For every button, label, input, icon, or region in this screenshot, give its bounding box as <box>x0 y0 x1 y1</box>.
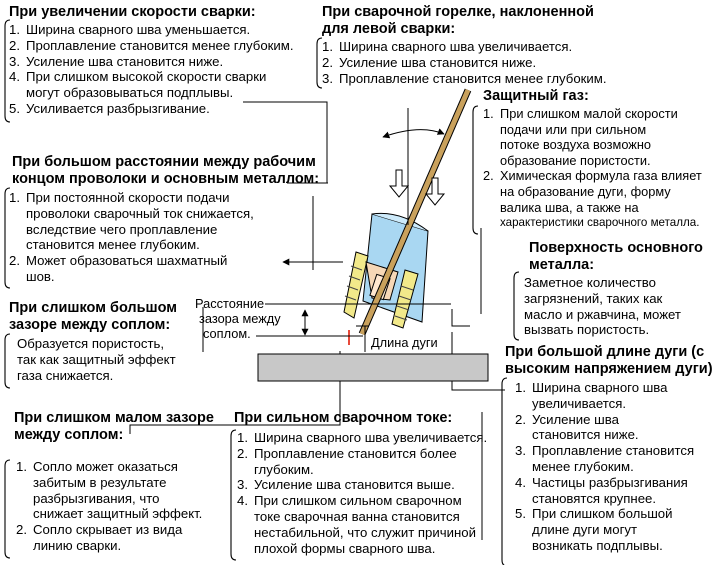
list-item: 2.Может образоваться шахматный <box>9 253 228 269</box>
large-gap-text: Образуется пористость, так как защитный … <box>17 336 176 383</box>
list-item: вследствие чего проплавление <box>26 221 218 237</box>
list-item: валика шва, а также на <box>500 199 639 215</box>
list-item: токе сварочная ванна становится <box>254 508 460 524</box>
list-item: 4.При слишком высокой скорости сварки <box>9 69 267 85</box>
list-item: становятся крупнее. <box>532 490 657 506</box>
list-item: 1.Сопло может оказаться <box>16 459 178 474</box>
large-gap-title-line2: зазоре между соплом: <box>9 317 171 333</box>
list-item: 5.При слишком большой <box>515 506 673 522</box>
gas-flow-arrow-right <box>424 177 446 206</box>
list-item: на образование дуги, форму <box>500 183 671 199</box>
list-item: 2.Проплавление становится более <box>237 445 457 461</box>
torch-angle-list: 1.Ширина сварного шва увеличивается. 2.У… <box>322 39 607 86</box>
torch-angle-title-line2: для левой сварки: <box>322 21 456 37</box>
small-gap-list: 1.Сопло может оказаться забитым в резуль… <box>16 459 214 554</box>
list-item: 2.Сопло скрывает из вида <box>16 522 183 538</box>
small-gap-title-line2: между соплом: <box>14 427 124 443</box>
list-item: становится ниже. <box>532 427 639 443</box>
nozzle-gap-label: Расстояние зазора между соплом. <box>195 296 281 341</box>
list-item: шов. <box>26 268 55 284</box>
list-item: 1.При постоянной скорости подачи <box>9 190 230 205</box>
stickout-list: 1.При постоянной скорости подачи проволо… <box>9 190 319 285</box>
large-gap-block: При слишком большом зазоре между соплом:… <box>9 300 177 383</box>
stickout-title-line1: При большом расстоянии между рабочим <box>12 154 316 170</box>
list-item: 1.При слишком малой скорости <box>483 106 678 121</box>
list-item: 4.При слишком сильном сварочном <box>237 493 462 509</box>
list-item: характеристики сварочного металла. <box>500 216 700 230</box>
large-gap-title-line1: При слишком большом <box>9 300 178 316</box>
long-arc-title-line2: высоким напряжением дуги) <box>505 361 713 377</box>
high-current-title: При сильном сварочном токе: <box>234 410 453 426</box>
surface-text: Заметное количество загрязнений, таких к… <box>524 275 681 338</box>
shielding-gas-title: Защитный газ: <box>483 88 589 104</box>
speed-effects-list: 1.Ширина сварного шва уменьшается. 2.Про… <box>9 22 294 117</box>
list-item: 1.Ширина сварного шва <box>515 380 668 395</box>
list-item: образование пористости. <box>500 152 651 168</box>
connector-lines <box>129 101 505 540</box>
list-item: разбрызгивания, что <box>33 490 160 506</box>
list-item: снижает защитный эффект. <box>33 506 203 522</box>
speed-effects-title: При увеличении скорости сварки: <box>9 4 256 20</box>
list-item: длине дуги могут <box>532 522 638 538</box>
surface-block: Поверхность основного металла: Заметное … <box>524 240 703 338</box>
list-item: увеличивается. <box>532 395 627 411</box>
list-item: 2.Химическая формула газа влияет <box>483 168 702 184</box>
long-arc-block: При большой длине дуги (с высоким напряж… <box>505 344 713 554</box>
wire <box>359 89 471 335</box>
list-item: 1.Ширина сварного шва увеличивается. <box>237 430 488 445</box>
list-item: 1.Ширина сварного шва уменьшается. <box>9 22 251 37</box>
list-item: 2.Усиление шва <box>515 411 619 427</box>
torch <box>343 88 472 336</box>
list-item: возникать подплывы. <box>532 537 663 553</box>
list-item: 5.Усиливается разбрызгивание. <box>9 100 210 116</box>
base-metal-plate <box>257 353 489 382</box>
list-item: могут образовываться подплывы. <box>26 85 234 101</box>
list-item: 1.Ширина сварного шва увеличивается. <box>322 39 573 54</box>
speed-effects-block: При увеличении скорости сварки: 1.Ширина… <box>9 4 294 117</box>
list-item: 3.Проплавление становится менее глубоким… <box>322 70 607 86</box>
list-item: глубоким. <box>254 461 314 477</box>
insulator-left <box>343 251 369 319</box>
list-item: проволоки сварочный ток снижается, <box>26 205 254 221</box>
long-arc-list: 1.Ширина сварного шва увеличивается. 2.У… <box>515 380 713 554</box>
list-item: нестабильной, что служит причиной <box>254 524 476 540</box>
list-item: плохой формы сварного шва. <box>254 540 436 556</box>
list-item: становится менее глубоким. <box>26 237 200 253</box>
torch-angle-title-line1: При сварочной горелке, наклоненной <box>322 4 594 20</box>
list-item: потоке воздуха возможно <box>500 137 652 153</box>
shielding-gas-block: Защитный газ: 1.При слишком малой скорос… <box>483 88 702 231</box>
high-current-block: При сильном сварочном токе: 1.Ширина сва… <box>234 410 487 556</box>
list-item: линию сварки. <box>33 537 122 553</box>
surface-title-line2: металла: <box>529 257 595 273</box>
insulator-right <box>391 269 419 329</box>
long-arc-title-line1: При большой длине дуги (с <box>505 344 705 360</box>
stickout-block: При большом расстоянии между рабочим кон… <box>9 154 320 285</box>
list-item: менее глубоким. <box>532 458 634 474</box>
list-item: 3.Усиление шва становится ниже. <box>9 53 224 69</box>
small-gap-block: При слишком малом зазоре между соплом: 1… <box>14 410 214 554</box>
high-current-list: 1.Ширина сварного шва увеличивается. 2.П… <box>237 430 487 556</box>
gas-flow-arrow-left <box>388 169 410 198</box>
small-gap-title-line1: При слишком малом зазоре <box>14 410 214 426</box>
list-item: забитым в результате <box>33 474 167 490</box>
list-item: подачи или при сильном <box>500 121 647 137</box>
stickout-title-line2: концом проволоки и основным металлом: <box>12 171 320 187</box>
list-item: 2.Проплавление становится менее глубоким… <box>9 37 294 53</box>
list-item: 3.Проплавление становится <box>515 443 695 459</box>
list-item: 2.Усиление шва становится ниже. <box>322 54 537 70</box>
surface-title-line1: Поверхность основного <box>529 240 703 256</box>
list-item: 3.Усиление шва становится выше. <box>237 477 455 493</box>
list-brackets <box>4 19 520 565</box>
torch-angle-block: При сварочной горелке, наклоненной для л… <box>322 4 607 86</box>
list-item: 4.Частицы разбрызгивания <box>515 474 688 490</box>
shielding-gas-list: 1.При слишком малой скорости подачи или … <box>483 106 702 231</box>
arc-length-label: Длина дуги <box>371 335 438 350</box>
